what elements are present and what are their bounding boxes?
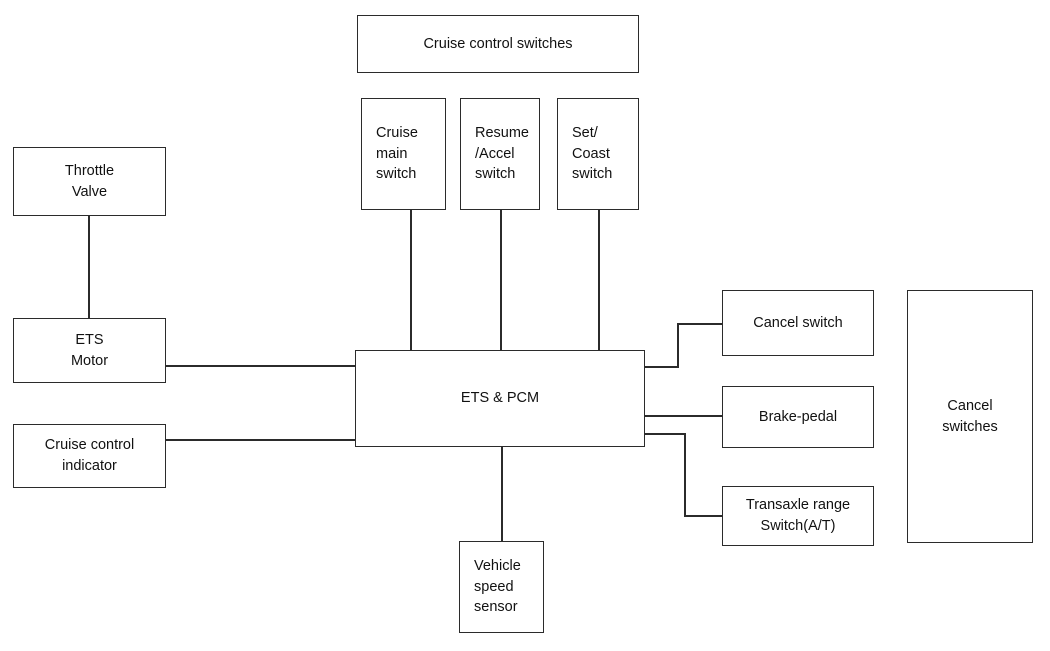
node-resume-accel-switch: Resume /Accel switch	[460, 98, 540, 210]
edge-ets-pcm-to-cancel-switch-segment-1	[644, 366, 679, 368]
edge-ets-pcm-to-cancel-switch-segment-3	[677, 323, 723, 325]
node-cancel-switches: Cancel switches	[907, 290, 1033, 543]
edge-set-coast-switch-to-ets-pcm	[598, 209, 600, 351]
edge-ets-pcm-to-transaxle-range-switch-segment-2	[684, 433, 686, 516]
edge-throttle-valve-to-ets-motor	[88, 216, 90, 319]
edge-cruise-main-switch-to-ets-pcm	[410, 209, 412, 351]
edge-ets-pcm-to-vehicle-speed-sensor	[501, 446, 503, 542]
edge-ets-pcm-to-brake-pedal	[644, 415, 723, 417]
edge-ets-pcm-to-transaxle-range-switch-segment-1	[644, 433, 686, 435]
node-cancel-switch: Cancel switch	[722, 290, 874, 356]
node-brake-pedal: Brake-pedal	[722, 386, 874, 448]
edge-ets-motor-to-ets-pcm	[165, 365, 356, 367]
edge-cruise-control-indicator-to-ets-pcm	[165, 439, 356, 441]
node-throttle-valve: Throttle Valve	[13, 147, 166, 216]
node-vehicle-speed-sensor: Vehicle speed sensor	[459, 541, 544, 633]
node-cruise-control-indicator: Cruise control indicator	[13, 424, 166, 488]
node-cruise-control-switches: Cruise control switches	[357, 15, 639, 73]
node-cruise-main-switch: Cruise main switch	[361, 98, 446, 210]
edge-ets-pcm-to-transaxle-range-switch-segment-3	[684, 515, 723, 517]
node-ets-motor: ETS Motor	[13, 318, 166, 383]
node-ets-pcm: ETS & PCM	[355, 350, 645, 447]
node-transaxle-range-switch: Transaxle range Switch(A/T)	[722, 486, 874, 546]
edge-resume-accel-switch-to-ets-pcm	[500, 209, 502, 351]
node-set-coast-switch: Set/ Coast switch	[557, 98, 639, 210]
edge-ets-pcm-to-cancel-switch-segment-2	[677, 323, 679, 367]
